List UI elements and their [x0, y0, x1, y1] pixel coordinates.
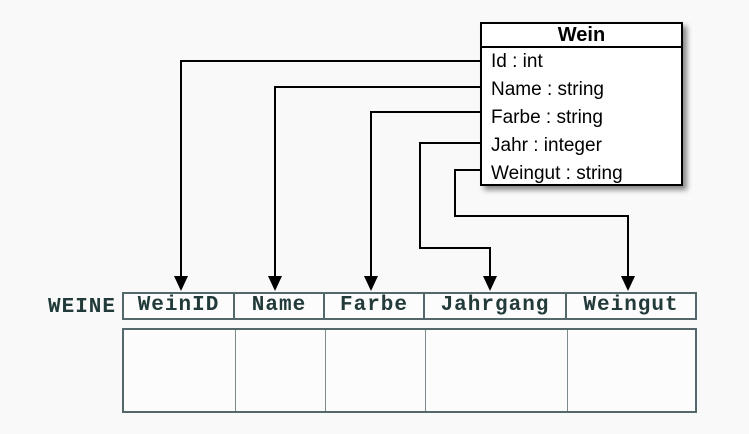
column-header-jahrgang: Jahrgang [425, 294, 567, 318]
column-divider [325, 330, 326, 411]
connector-name-to-name [274, 86, 480, 276]
class-attribute-list: Id : int Name : string Farbe : string Ja… [482, 48, 681, 188]
column-divider [235, 330, 236, 411]
arrowhead-jahrgang-icon [483, 276, 497, 291]
connector-farbe-to-farbe [370, 111, 480, 276]
class-attribute-name: Name : string [491, 79, 604, 100]
connector-id-to-weinid [180, 60, 480, 276]
class-attribute-id: Id : int [491, 51, 543, 72]
table-header-row: WeinID Name Farbe Jahrgang Weingut [122, 292, 697, 320]
column-header-name: Name [235, 294, 325, 318]
arrowhead-name-icon [268, 276, 282, 291]
arrowhead-farbe-icon [364, 276, 378, 291]
connector-jahr-to-jahrgang [419, 142, 491, 276]
class-title: Wein [482, 24, 681, 48]
uml-class-box-wein: Wein Id : int Name : string Farbe : stri… [480, 22, 683, 186]
arrowhead-weinid-icon [174, 276, 188, 291]
column-header-farbe: Farbe [325, 294, 425, 318]
table-name-label: WEINE [47, 296, 116, 319]
column-divider [425, 330, 426, 411]
column-divider [567, 330, 568, 411]
class-attribute-farbe: Farbe : string [491, 107, 603, 128]
column-header-weingut: Weingut [583, 294, 679, 317]
table-empty-row [122, 328, 697, 413]
arrowhead-weingut-icon [621, 276, 635, 291]
class-attribute-jahr: Jahr : integer [491, 135, 602, 156]
connector-weingut-to-weingut [454, 169, 629, 276]
class-attribute-weingut: Weingut : string [491, 163, 623, 184]
column-header-weinid: WeinID [124, 294, 235, 318]
